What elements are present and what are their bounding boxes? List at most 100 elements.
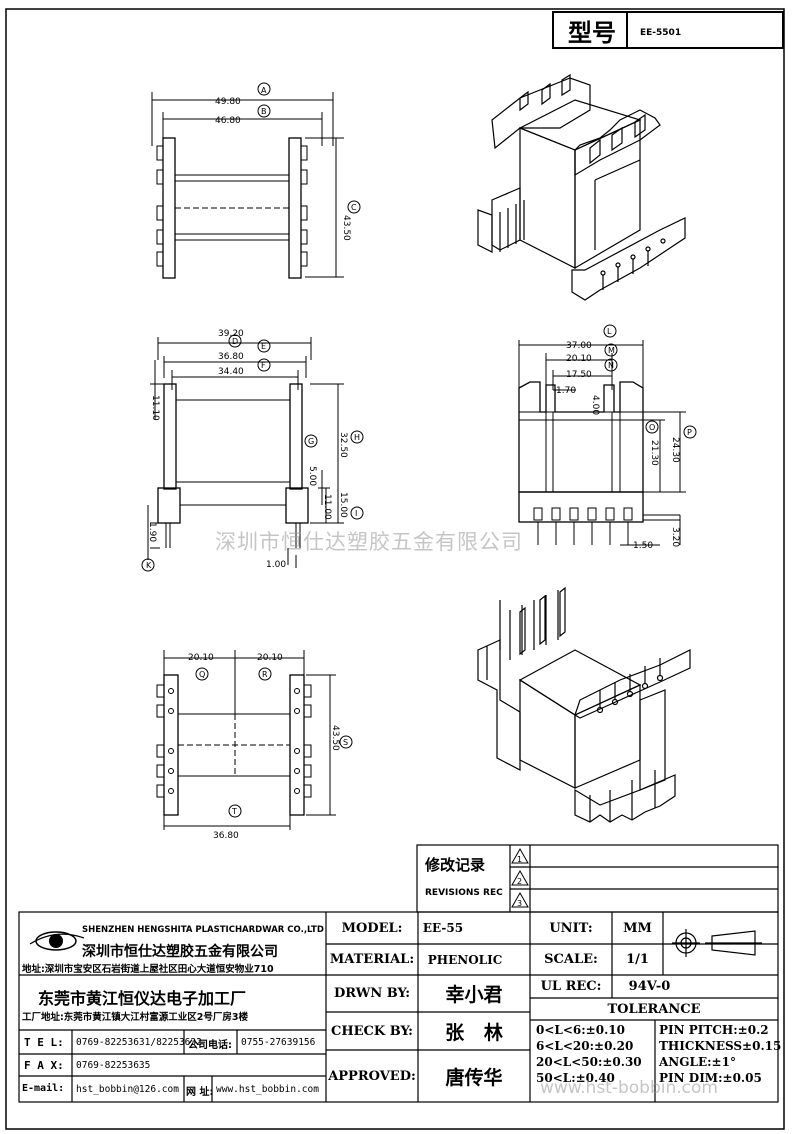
front-dim-f: 34.40 bbox=[218, 367, 244, 377]
front-view bbox=[141, 334, 364, 572]
title-block-frame bbox=[18, 911, 779, 1103]
front-ref-f: F bbox=[261, 361, 266, 370]
tolerance-label: TOLERANCE bbox=[607, 1001, 701, 1017]
side-dim-1-70: 1.70 bbox=[556, 386, 576, 396]
front-dim-11-10: 11.10 bbox=[150, 395, 160, 421]
side-ref-m: M bbox=[608, 346, 615, 355]
company-name-cn: 深圳市恒仕达塑胶五金有限公司 bbox=[82, 944, 278, 960]
material-value: PHENOLIC bbox=[427, 952, 503, 967]
scale-value: 1/1 bbox=[626, 952, 649, 967]
front-ref-e: E bbox=[261, 342, 266, 351]
fax-value: 0769-82253635 bbox=[76, 1060, 151, 1071]
material-label: MATERIAL: bbox=[329, 952, 415, 967]
bottom-dim-t: 36.80 bbox=[213, 831, 239, 841]
top-ref-a: A bbox=[261, 86, 267, 95]
side-dim-1-50: 1.50 bbox=[633, 541, 653, 551]
approved-value: 唐传华 bbox=[445, 1066, 503, 1089]
side-view bbox=[518, 324, 697, 546]
bottom-dim-r: 20.10 bbox=[257, 653, 283, 663]
front-ref-i: I bbox=[355, 509, 357, 518]
title-block: 型号 EE-5501 bbox=[552, 11, 784, 49]
watermark-url: www.hst-bobbin.com bbox=[540, 1078, 718, 1098]
front-dim-e: 36.80 bbox=[218, 352, 244, 362]
bottom-ref-q: Q bbox=[199, 670, 205, 679]
tolerance-right-1: THICKNESS±0.15 bbox=[659, 1039, 782, 1053]
side-dim-l: 37.00 bbox=[566, 341, 592, 351]
drawn-value: 幸小君 bbox=[445, 984, 503, 1006]
top-view bbox=[151, 82, 361, 279]
revision-2: 2 bbox=[517, 877, 522, 886]
model-heading-label: 型号 bbox=[568, 19, 616, 47]
model-heading-value: EE-5501 bbox=[640, 28, 681, 38]
scale-label: SCALE: bbox=[544, 952, 598, 967]
unit-value: MM bbox=[623, 920, 652, 936]
tolerance-right-2: ANGLE:±1° bbox=[659, 1055, 736, 1069]
revisions-title-cn: 修改记录 bbox=[424, 856, 485, 874]
bottom-dim-q: 20.10 bbox=[188, 653, 214, 663]
revisions-title-en: REVISIONS REC bbox=[425, 888, 503, 898]
side-dim-m: 20.10 bbox=[566, 354, 592, 364]
side-ref-l: L bbox=[607, 327, 612, 336]
company-address: 地址:深圳市宝安区石岩街道上屋社区田心大道恒安物业710 bbox=[22, 964, 274, 975]
top-ref-c: C bbox=[351, 203, 357, 212]
company-logo bbox=[29, 931, 85, 951]
watermark-text: 深圳市恒仕达塑胶五金有限公司 bbox=[215, 530, 523, 554]
ul-label: UL REC: bbox=[540, 979, 602, 994]
front-ref-k: K bbox=[146, 561, 152, 570]
side-dim-4: 4.00 bbox=[590, 395, 600, 415]
tolerance-left-2: 20<L<50:±0.30 bbox=[536, 1055, 642, 1069]
side-ref-o: O bbox=[649, 423, 655, 432]
side-dim-3-20: 3.20 bbox=[670, 527, 680, 547]
company-name-en: SHENZHEN HENGSHITA PLASTICHARDWAR CO.,LT… bbox=[82, 925, 324, 935]
isometric-view-lower bbox=[477, 586, 691, 823]
top-ref-b: B bbox=[261, 107, 267, 116]
bottom-ref-r: R bbox=[262, 670, 268, 679]
bottom-ref-s: S bbox=[343, 738, 348, 747]
company-phone-label: 公司电话: bbox=[188, 1040, 232, 1051]
front-dim-11: 11.00 bbox=[322, 494, 332, 520]
bottom-dim-s: 43.50 bbox=[330, 725, 340, 751]
side-dim-p: 24.30 bbox=[670, 437, 680, 463]
bottom-ref-t: T bbox=[231, 807, 237, 816]
revision-markers bbox=[511, 847, 529, 908]
model-value: EE-55 bbox=[422, 921, 464, 935]
factory-address: 工厂地址:东莞市黄江镇大江村富源工业区2号厂房3楼 bbox=[22, 1012, 249, 1023]
sheet-border bbox=[5, 8, 785, 1130]
side-ref-p: P bbox=[687, 428, 692, 437]
tolerance-left-0: 0<L<6:±0.10 bbox=[536, 1023, 625, 1037]
unit-label: UNIT: bbox=[549, 920, 593, 936]
tolerance-left-1: 6<L<20:±0.20 bbox=[536, 1039, 634, 1053]
front-ref-h: H bbox=[354, 433, 360, 442]
web-value: www.hst_bobbin.com bbox=[216, 1084, 319, 1095]
company-phone-value: 0755-27639156 bbox=[241, 1037, 316, 1048]
check-label: CHECK BY: bbox=[331, 1023, 413, 1039]
front-dim-h: 32.50 bbox=[338, 432, 348, 458]
isometric-view-upper bbox=[477, 73, 686, 301]
tolerance-left-list: 0<L<6:±0.10 6<L<20:±0.20 20<L<50:±0.30 5… bbox=[536, 1022, 642, 1086]
top-dim-c: 43.50 bbox=[341, 215, 351, 241]
tolerance-right-list: PIN PITCH:±0.2 THICKNESS±0.15 ANGLE:±1° … bbox=[659, 1022, 781, 1086]
email-value: hst_bobbin@126.com bbox=[76, 1084, 179, 1095]
tel-label: T E L: bbox=[24, 1036, 64, 1049]
top-dim-a: 49.80 bbox=[215, 97, 241, 107]
front-dim-15: 15.00 bbox=[338, 492, 348, 518]
tolerance-left-3: 50<L:±0.40 bbox=[536, 1071, 615, 1085]
side-dim-n: 17.50 bbox=[566, 370, 592, 380]
web-label: 网 址: bbox=[186, 1087, 214, 1098]
tolerance-right-3: PIN DIM:±0.05 bbox=[659, 1071, 762, 1085]
projection-symbol-icon bbox=[672, 929, 762, 957]
model-label: MODEL: bbox=[341, 920, 403, 936]
revision-3: 3 bbox=[517, 899, 522, 908]
front-dim-1-90: 1.90 bbox=[147, 522, 157, 542]
approved-label: APPROVED: bbox=[328, 1068, 416, 1084]
front-dim-d: 39.20 bbox=[218, 329, 244, 339]
front-dim-5: 5.00 bbox=[307, 466, 317, 486]
side-ref-n: N bbox=[608, 361, 614, 370]
side-dim-o: 21.30 bbox=[649, 440, 659, 466]
email-label: E-mail: bbox=[22, 1083, 65, 1094]
check-value: 张 林 bbox=[445, 1021, 503, 1044]
top-dim-b: 46.80 bbox=[215, 116, 241, 126]
ul-value: 94V-0 bbox=[628, 979, 671, 994]
front-ref-g: G bbox=[308, 437, 314, 446]
tolerance-right-0: PIN PITCH:±0.2 bbox=[659, 1023, 769, 1037]
